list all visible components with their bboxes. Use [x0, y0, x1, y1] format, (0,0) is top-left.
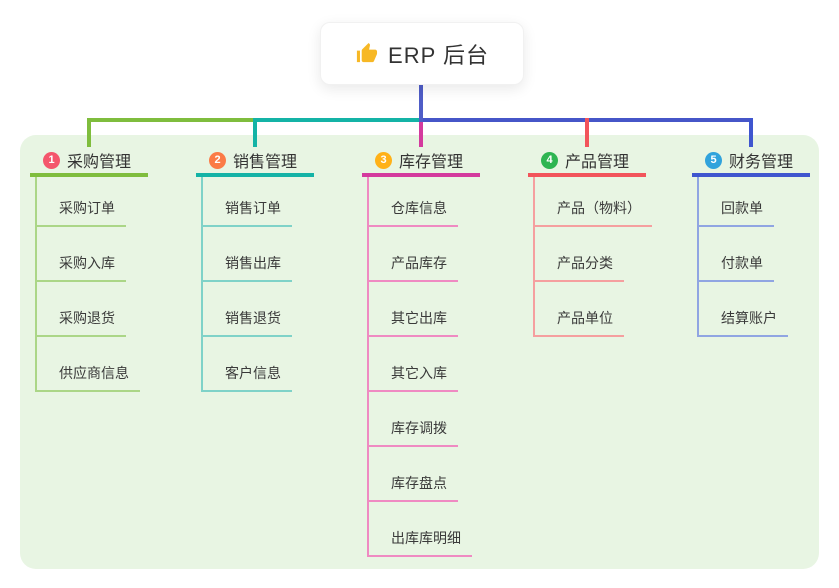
thumbs-up-icon: [355, 42, 378, 65]
number-badge: 2: [209, 151, 226, 169]
node-item[interactable]: 客户信息: [203, 337, 356, 392]
node-item[interactable]: 出库库明细: [369, 502, 522, 557]
number-badge: 4: [541, 151, 558, 169]
node-item[interactable]: 采购订单: [37, 177, 190, 227]
branches-panel: [20, 135, 819, 569]
node-item[interactable]: 供应商信息: [37, 337, 190, 392]
number-badge: 3: [375, 151, 392, 169]
node-item[interactable]: 产品单位: [535, 282, 688, 337]
number-badge: 5: [705, 151, 722, 169]
node-item[interactable]: 仓库信息: [369, 177, 522, 227]
branch-children: 产品（物料） 产品分类 产品单位: [533, 177, 688, 337]
branch-label: 财务管理: [729, 154, 794, 171]
node-item[interactable]: 产品（物料）: [535, 177, 688, 227]
root-node[interactable]: ERP 后台: [320, 22, 524, 85]
node-item[interactable]: 产品库存: [369, 227, 522, 282]
node-item[interactable]: 销售出库: [203, 227, 356, 282]
branch-purchase: 1 采购管理 采购订单 采购入库 采购退货 供应商信息: [30, 147, 190, 392]
node-item[interactable]: 库存调拨: [369, 392, 522, 447]
node-item[interactable]: 库存盘点: [369, 447, 522, 502]
root-title: ERP 后台: [388, 42, 489, 68]
node-item[interactable]: 回款单: [699, 177, 839, 227]
node-item[interactable]: 结算账户: [699, 282, 839, 337]
branch-children: 采购订单 采购入库 采购退货 供应商信息: [35, 177, 190, 392]
node-item[interactable]: 采购入库: [37, 227, 190, 282]
branch-sales: 2 销售管理 销售订单 销售出库 销售退货 客户信息: [196, 147, 356, 392]
node-item[interactable]: 付款单: [699, 227, 839, 282]
branch-inventory: 3 库存管理 仓库信息 产品库存 其它出库 其它入库 库存调拨 库存盘点 出库库…: [362, 147, 522, 557]
branch-children: 销售订单 销售出库 销售退货 客户信息: [201, 177, 356, 392]
branch-label: 采购管理: [67, 154, 132, 171]
branch-children: 仓库信息 产品库存 其它出库 其它入库 库存调拨 库存盘点 出库库明细: [367, 177, 522, 557]
branch-product: 4 产品管理 产品（物料） 产品分类 产品单位: [528, 147, 688, 337]
branch-label: 产品管理: [565, 154, 630, 171]
node-item[interactable]: 产品分类: [535, 227, 688, 282]
node-item[interactable]: 其它入库: [369, 337, 522, 392]
branch-label: 销售管理: [233, 154, 298, 171]
branch-topic-sales[interactable]: 2 销售管理: [196, 147, 314, 177]
branch-topic-purchase[interactable]: 1 采购管理: [30, 147, 148, 177]
number-badge: 1: [43, 151, 60, 169]
node-item[interactable]: 其它出库: [369, 282, 522, 337]
node-item[interactable]: 销售订单: [203, 177, 356, 227]
node-item[interactable]: 采购退货: [37, 282, 190, 337]
branch-topic-product[interactable]: 4 产品管理: [528, 147, 646, 177]
branch-finance: 5 财务管理 回款单 付款单 结算账户: [692, 147, 839, 337]
branch-label: 库存管理: [399, 154, 464, 171]
node-item[interactable]: 销售退货: [203, 282, 356, 337]
branch-topic-inventory[interactable]: 3 库存管理: [362, 147, 480, 177]
branch-children: 回款单 付款单 结算账户: [697, 177, 839, 337]
branch-topic-finance[interactable]: 5 财务管理: [692, 147, 810, 177]
